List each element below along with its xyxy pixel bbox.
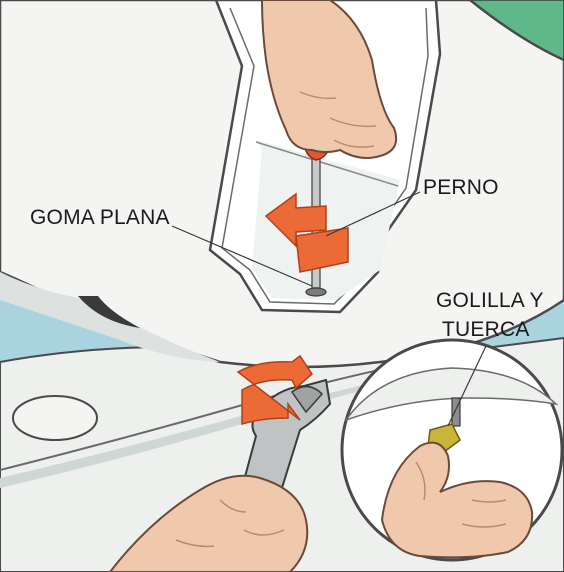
knob [13, 396, 97, 440]
label-golilla: GOLILLA Y [436, 289, 544, 313]
label-tuerca: TUERCA [442, 318, 530, 342]
label-perno: PERNO [423, 176, 499, 200]
bolt-head [306, 288, 326, 296]
label-goma-plana: GOMA PLANA [30, 206, 170, 230]
